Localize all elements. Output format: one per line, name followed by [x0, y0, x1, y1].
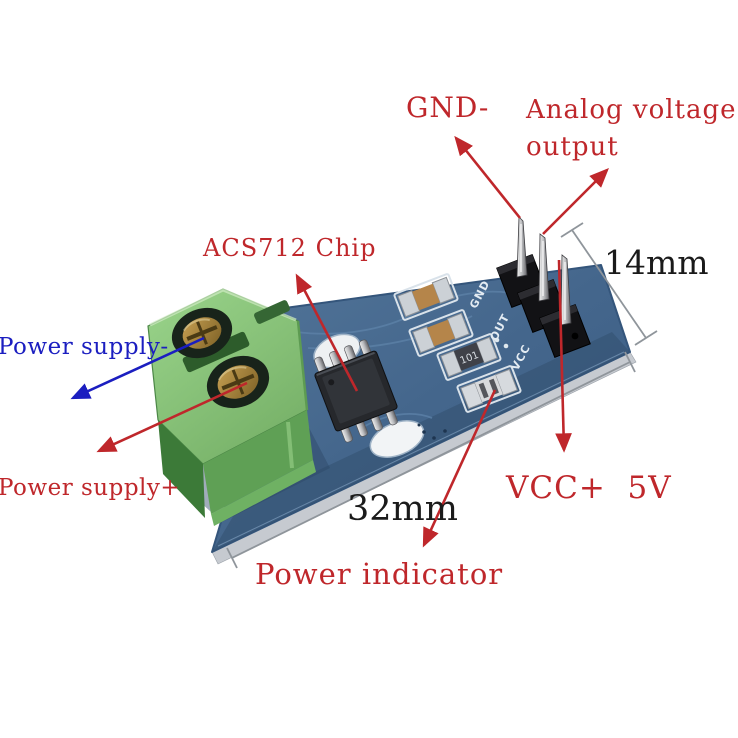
- label-dimension-32mm: 32mm: [347, 489, 458, 529]
- terminal-base-flange: [211, 460, 316, 526]
- label-vcc-5v: VCC+ 5V: [506, 470, 672, 506]
- arrow-gnd: [454, 135, 522, 219]
- arrow-power-supply-plus: [96, 381, 248, 453]
- label-gnd: GND-: [406, 91, 490, 124]
- label-acs712-chip: ACS712 Chip: [203, 234, 377, 262]
- smd-led-power: [456, 365, 522, 413]
- arrow-analog-output: [542, 168, 609, 235]
- arrow-power-indicator: [422, 389, 497, 548]
- smd-resistor-101: 101: [436, 333, 502, 381]
- smd-capacitor-2: [408, 309, 474, 357]
- pcb-shading: [212, 332, 630, 552]
- screw-terminal-block: [147, 288, 316, 526]
- dimension-line-14mm: [571, 229, 647, 339]
- label-power-supply-minus: Power supply-: [0, 334, 169, 360]
- label-power-indicator: Power indicator: [255, 557, 504, 591]
- terminal-front-left-face: [158, 420, 205, 518]
- wire-slot-small: [254, 300, 290, 324]
- pin-header: [496, 216, 591, 359]
- label-analog-output-1: Analog voltage: [526, 95, 737, 125]
- annotation-arrows: [70, 135, 609, 548]
- arrow-acs712-chip: [295, 273, 359, 392]
- label-power-supply-plus: Power supply+: [0, 475, 181, 501]
- chip-pin1-dot: [328, 379, 335, 386]
- arrow-vcc-5v: [555, 259, 572, 453]
- smd-capacitor-1: [393, 273, 459, 321]
- pcb-bevel: [217, 351, 625, 547]
- pcb-dots: [417, 337, 509, 440]
- header-pins: [516, 216, 572, 326]
- arrow-power-supply-minus: [70, 336, 205, 400]
- label-analog-output-2: output: [526, 132, 619, 162]
- terminal-front-right-face: [203, 410, 313, 514]
- label-dimension-14mm: 14mm: [604, 243, 709, 282]
